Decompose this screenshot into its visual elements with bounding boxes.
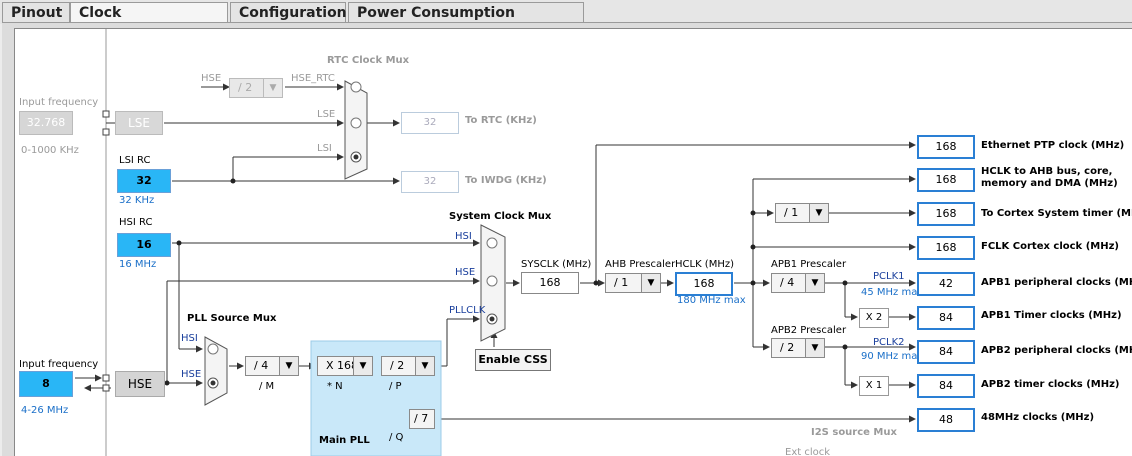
pll-q-label: / Q	[389, 432, 404, 443]
tab-clock-configuration[interactable]: Clock Configuration	[70, 2, 228, 41]
hclk-label: HCLK (MHz)	[675, 259, 735, 270]
pll-n-label: * N	[327, 381, 343, 392]
hclk-max: 180 MHz max	[677, 295, 746, 306]
apb1-prescaler-select[interactable]: / 4▼	[771, 273, 825, 293]
clock-tree-canvas: Input frequency 32.768 0-1000 KHz LSE LS…	[14, 28, 1132, 456]
rtc-output-label: To RTC (KHz)	[465, 115, 537, 126]
cortex-timer-label: To Cortex System timer (MHz)	[981, 208, 1132, 219]
apb2-timer-multiplier: X 1	[859, 376, 889, 396]
pll-p-select[interactable]: / 2▼	[381, 356, 435, 376]
rtc-hse-label: HSE	[201, 73, 222, 84]
rtc-hse-rtc-label: HSE_RTC	[291, 73, 335, 84]
fclk-value[interactable]: 168	[917, 236, 975, 260]
ethernet-ptp-value[interactable]: 168	[917, 135, 975, 159]
sysclk-value: 168	[521, 272, 579, 294]
pclk1-max: 45 MHz max	[861, 287, 924, 298]
fclk-label: FCLK Cortex clock (MHz)	[981, 241, 1119, 252]
enable-css-button[interactable]: Enable CSS	[475, 349, 551, 371]
i2s-ext-clock-label: Ext clock	[785, 447, 831, 456]
rtc-lse-label: LSE	[317, 109, 336, 120]
chevron-down-icon: ▼	[279, 357, 298, 375]
ahb-prescaler-label: AHB Prescaler	[605, 259, 676, 270]
hclk-value[interactable]: 168	[675, 272, 733, 296]
hsi-value-block[interactable]: 16	[117, 233, 171, 257]
clk48-value[interactable]: 48	[917, 408, 975, 432]
i2s-source-mux-title: I2S source Mux	[811, 427, 897, 438]
hse-range: 4-26 MHz	[21, 405, 69, 416]
main-pll-title: Main PLL	[319, 435, 370, 446]
pll-source-hsi-label: HSI	[181, 333, 198, 344]
cortex-timer-value[interactable]: 168	[917, 202, 975, 226]
hclk-ahb-value[interactable]: 168	[917, 168, 975, 192]
apb2-prescaler-label: APB2 Prescaler	[771, 325, 847, 336]
apb1-timer-value[interactable]: 84	[917, 306, 975, 330]
system-clock-mux-title: System Clock Mux	[449, 211, 552, 222]
lse-input-field[interactable]: 32.768	[19, 111, 73, 135]
chevron-down-icon: ▼	[805, 339, 824, 357]
tab-power-consumption-calculator[interactable]: Power Consumption Calculator	[348, 2, 584, 41]
apb2-timer-value[interactable]: 84	[917, 374, 975, 398]
rtc-output-box[interactable]: 32	[401, 112, 459, 134]
sysclk-label: SYSCLK (MHz)	[521, 259, 592, 270]
hclk-ahb-label-line1: HCLK to AHB bus, core,	[981, 166, 1113, 177]
lse-input-label: Input frequency	[19, 97, 99, 108]
tab-bar: Pinout Clock Configuration Configuration…	[0, 0, 1132, 41]
rtc-hse-divider-select[interactable]: / 2▼	[229, 78, 283, 98]
sysmux-hse-label: HSE	[455, 267, 476, 278]
hse-source-block[interactable]: HSE	[115, 371, 165, 397]
pll-n-select[interactable]: X 168▼	[317, 356, 373, 376]
pll-source-hse-label: HSE	[181, 369, 202, 380]
sysmux-hsi-label: HSI	[455, 231, 472, 242]
ahb-prescaler-select[interactable]: / 1▼	[605, 273, 661, 293]
pll-p-label: / P	[389, 381, 402, 392]
apb2-peripheral-label: APB2 peripheral clocks (MHz)	[981, 345, 1132, 356]
pll-m-select[interactable]: / 4▼	[245, 356, 299, 376]
apb2-prescaler-select[interactable]: / 2▼	[771, 338, 825, 358]
lsi-value-block[interactable]: 32	[117, 169, 171, 193]
lsi-unit: 32 KHz	[119, 195, 155, 206]
lse-range: 0-1000 KHz	[21, 145, 79, 156]
ethernet-ptp-label: Ethernet PTP clock (MHz)	[981, 140, 1125, 151]
apb2-timer-label: APB2 timer clocks (MHz)	[981, 379, 1120, 390]
lsi-label: LSI RC	[119, 155, 151, 166]
hsi-unit: 16 MHz	[119, 259, 157, 270]
chevron-down-icon: ▼	[353, 357, 372, 375]
apb1-timer-multiplier: X 2	[859, 308, 889, 328]
clk48-label: 48MHz clocks (MHz)	[981, 412, 1095, 423]
chevron-down-icon: ▼	[805, 274, 824, 292]
pll-source-mux-shape	[204, 336, 228, 406]
rtc-mux-shape	[344, 80, 368, 180]
tab-configuration[interactable]: Configuration	[230, 2, 347, 22]
pll-source-mux-title: PLL Source Mux	[187, 313, 277, 324]
pll-m-label: / M	[259, 381, 275, 392]
apb1-peripheral-label: APB1 peripheral clocks (MHz)	[981, 277, 1132, 288]
chevron-down-icon: ▼	[263, 79, 282, 97]
pclk2-label: PCLK2	[873, 337, 905, 348]
hsi-label: HSI RC	[119, 217, 153, 228]
tab-pinout[interactable]: Pinout	[2, 2, 70, 22]
chevron-down-icon: ▼	[809, 204, 828, 222]
apb2-peripheral-value[interactable]: 84	[917, 340, 975, 364]
apb1-prescaler-label: APB1 Prescaler	[771, 259, 847, 270]
pclk2-max: 90 MHz max	[861, 351, 924, 362]
rtc-lsi-label: LSI	[317, 143, 332, 154]
iwdg-output-box[interactable]: 32	[401, 171, 459, 193]
cortex-timer-divider-select[interactable]: / 1▼	[775, 203, 829, 223]
pll-q-select[interactable]: / 7	[409, 409, 435, 429]
rtc-mux-title: RTC Clock Mux	[327, 55, 410, 66]
apb1-peripheral-value[interactable]: 42	[917, 272, 975, 296]
hse-input-field[interactable]: 8	[19, 371, 73, 397]
iwdg-output-label: To IWDG (KHz)	[465, 175, 547, 186]
hclk-ahb-label-line2: memory and DMA (MHz)	[981, 178, 1118, 189]
apb1-timer-label: APB1 Timer clocks (MHz)	[981, 310, 1122, 321]
chevron-down-icon: ▼	[641, 274, 660, 292]
hse-input-label: Input frequency	[19, 359, 99, 370]
chevron-down-icon: ▼	[415, 357, 434, 375]
lse-source-block[interactable]: LSE	[115, 111, 163, 135]
sysmux-pllclk-label: PLLCLK	[449, 305, 486, 316]
pclk1-label: PCLK1	[873, 271, 905, 282]
